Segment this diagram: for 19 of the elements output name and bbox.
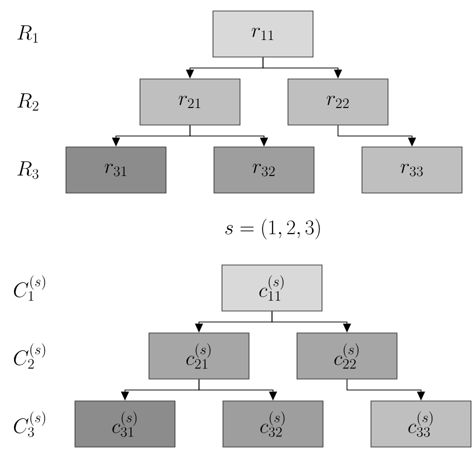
tree-box: $r_{33}$: [362, 146, 462, 194]
tree-box: $c_{31}^{(s)}$: [74, 400, 176, 448]
tree-box: $r_{32}$: [214, 146, 314, 194]
tree-box: $c_{33}^{(s)}$: [370, 400, 472, 448]
row-label: $R_2$: [17, 93, 38, 111]
tree-box: $c_{21}^{(s)}$: [148, 332, 250, 380]
tree-box: $r_{21}$: [140, 78, 240, 126]
tree-box: $r_{31}$: [66, 146, 166, 194]
tree-box: $r_{11}$: [212, 10, 314, 58]
sequence-label: $s=(1,2,3)$: [225, 218, 320, 240]
row-label: $C_3^{(s)}$: [14, 411, 46, 437]
row-label: $C_1^{(s)}$: [14, 275, 46, 301]
row-label: $C_2^{(s)}$: [14, 343, 46, 369]
row-label: $R_1$: [17, 25, 38, 43]
row-label: $R_3$: [17, 161, 38, 179]
tree-box: $c_{11}^{(s)}$: [222, 264, 322, 312]
tree-box: $c_{22}^{(s)}$: [296, 332, 398, 380]
tree-box: $c_{32}^{(s)}$: [222, 400, 324, 448]
tree-box: $r_{22}$: [288, 78, 388, 126]
